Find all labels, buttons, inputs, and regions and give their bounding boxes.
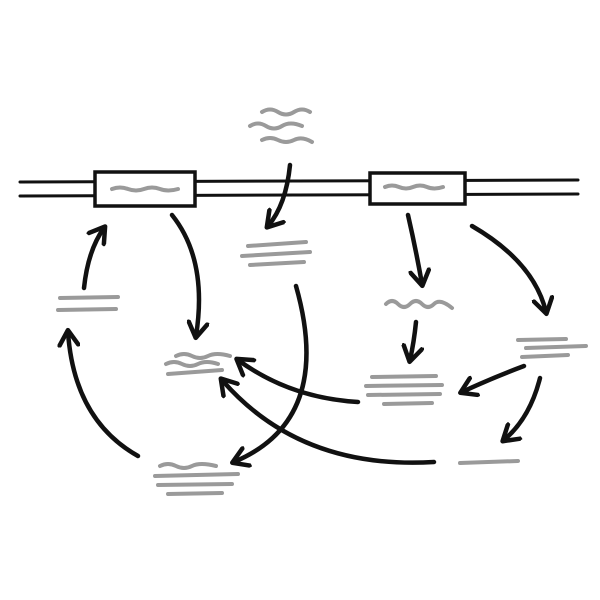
scribble-line (524, 344, 588, 350)
node-left[interactable] (56, 295, 120, 312)
scribble-line (56, 307, 118, 312)
arrow-node-left-to-box-left (81, 228, 104, 291)
scribble-line (458, 459, 520, 465)
scribble-line (384, 299, 454, 310)
scribble-line (240, 250, 312, 258)
node-top[interactable] (248, 107, 314, 144)
scribble-line (174, 352, 232, 360)
scribble-line (382, 401, 434, 406)
arrow-bottom-right-to-center-left (222, 380, 437, 465)
placeholder-label-scribble (110, 185, 180, 193)
box-node-right[interactable] (368, 171, 467, 206)
arrow-node-right-to-center-right (462, 363, 527, 392)
arrow-box-left-to-center-left (169, 212, 199, 336)
node-under-track[interactable] (240, 240, 312, 267)
scribble-line (153, 472, 240, 478)
arrow-node-right-to-bottom-right (504, 375, 543, 440)
scribble-line (58, 295, 120, 300)
arrow-bottom-left-to-node-left (68, 332, 141, 459)
scribble-line (248, 121, 304, 131)
arrow-under-track-to-bottom-left (234, 283, 309, 462)
box-node-left[interactable] (93, 170, 197, 208)
scribble-line (246, 240, 308, 248)
scribble-line (248, 260, 306, 267)
placeholder-label-scribble (383, 183, 445, 191)
scribble-line (166, 368, 224, 376)
scribble-line (520, 353, 570, 359)
arrow-box-right-to-right-mid (405, 212, 422, 284)
scribble-line (516, 337, 568, 342)
arrow-box-right-to-node-right (469, 223, 546, 312)
scribble-line (166, 491, 224, 496)
scribble-line (164, 360, 220, 368)
scribble-line (366, 392, 442, 397)
arrow-center-right-to-center-left (238, 360, 361, 405)
node-right-mid[interactable] (384, 299, 454, 310)
scribble-line (260, 107, 312, 117)
arrows (68, 162, 546, 465)
arrow-top-to-under-track (268, 162, 293, 226)
node-bottom-left[interactable] (153, 462, 240, 496)
node-center-left[interactable] (164, 352, 232, 376)
node-bottom-right[interactable] (458, 459, 520, 465)
arrow-right-mid-to-center-right (410, 319, 416, 360)
node-center-right[interactable] (364, 374, 444, 406)
scribble-line (260, 136, 314, 144)
scribble-line (158, 462, 218, 470)
scribble-line (370, 374, 438, 379)
scribble-line (364, 383, 444, 388)
scribble-line (156, 482, 234, 487)
node-right[interactable] (516, 337, 588, 359)
